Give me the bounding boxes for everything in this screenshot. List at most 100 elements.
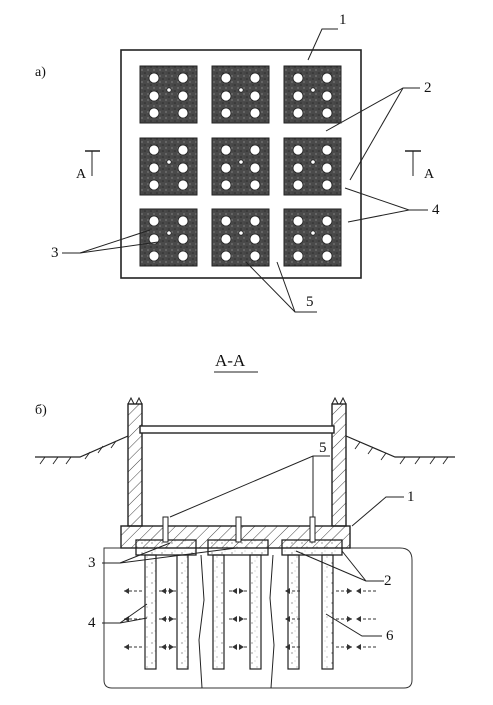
pile-hole [148, 72, 160, 84]
piles [144, 554, 334, 670]
pile-hole [220, 162, 232, 174]
pile-hole [292, 72, 304, 84]
pile-hole [292, 107, 304, 119]
pile-hole [148, 179, 160, 191]
section-mark-left: А [76, 150, 100, 182]
flow-arrow [232, 588, 247, 594]
pile-hole [292, 250, 304, 262]
pile-hole [321, 144, 333, 156]
block-grid [139, 65, 342, 267]
pile-hole [321, 233, 333, 245]
flow-arrow [124, 644, 142, 650]
pile-hole [220, 179, 232, 191]
pile [249, 554, 262, 670]
pile-hole [249, 72, 261, 84]
pile-hole [321, 215, 333, 227]
label-1-b: 1 [407, 489, 415, 505]
pile-hole [177, 215, 189, 227]
pile-hole [249, 90, 261, 102]
part-a-label: а) [35, 65, 46, 80]
flow-arrow [285, 616, 300, 622]
section-mark-right: А [405, 150, 435, 182]
pile-hole [177, 144, 189, 156]
pile-hole [220, 250, 232, 262]
pile-hole [249, 250, 261, 262]
pile [144, 554, 157, 670]
concrete-block [139, 65, 198, 124]
flow-arrow [232, 616, 247, 622]
flow-arrow [336, 588, 352, 594]
anchor-hole [238, 87, 244, 93]
pile-hole [177, 233, 189, 245]
concrete-block [211, 137, 270, 196]
pile-hole [220, 107, 232, 119]
concrete-block [211, 65, 270, 124]
flow-arrow [285, 644, 300, 650]
label-4-b: 4 [88, 615, 96, 631]
pile-hole [220, 233, 232, 245]
concrete-block [283, 208, 342, 267]
pile-hole [249, 162, 261, 174]
pile-hole [249, 233, 261, 245]
label-2-b: 2 [384, 573, 392, 589]
pile [212, 554, 225, 670]
pile-hole [249, 144, 261, 156]
label-2-a: 2 [424, 80, 432, 96]
label-5-b: 5 [319, 440, 327, 456]
label-3-a: 3 [51, 245, 59, 261]
concrete-block [283, 65, 342, 124]
pile-hole [321, 250, 333, 262]
pile-hole [220, 215, 232, 227]
concrete-block [211, 208, 270, 267]
soil-zone [103, 547, 413, 689]
pile-hole [177, 107, 189, 119]
flow-arrow [356, 616, 376, 622]
pile-hole [148, 233, 160, 245]
pile-hole [249, 107, 261, 119]
label-4-a: 4 [432, 202, 440, 218]
pile-hole [292, 179, 304, 191]
anchor-hole [166, 87, 172, 93]
anchor-hole [310, 87, 316, 93]
pile-hole [220, 144, 232, 156]
anchor-hole [310, 159, 316, 165]
anchor-hole [310, 230, 316, 236]
flow-arrow [232, 644, 247, 650]
pile-hole [177, 90, 189, 102]
pile-hole [292, 144, 304, 156]
pile-hole [321, 90, 333, 102]
wall-left [127, 403, 143, 527]
flow-arrow [161, 616, 176, 622]
section-title: А-А [215, 351, 246, 370]
wall-right [331, 403, 347, 527]
pile-hole [292, 233, 304, 245]
injection-arrows [124, 588, 376, 650]
pile-hole [321, 179, 333, 191]
pile-hole [177, 72, 189, 84]
pile-hole [292, 90, 304, 102]
pile [287, 554, 300, 670]
concrete-block [139, 137, 198, 196]
ground-line [35, 435, 455, 465]
label-3-b: 3 [88, 555, 96, 571]
anchor-hole [166, 159, 172, 165]
flow-arrow [161, 588, 176, 594]
anchor-rods [162, 516, 316, 543]
flow-arrow [356, 588, 376, 594]
flow-arrow [161, 644, 176, 650]
pile-hole [249, 179, 261, 191]
pile-hole [321, 162, 333, 174]
pile-hole [177, 250, 189, 262]
pile-hole [148, 144, 160, 156]
section-mark-left-letter: А [76, 167, 87, 182]
wall-left-break [127, 396, 143, 405]
flow-arrow [356, 644, 376, 650]
flow-arrow [124, 588, 142, 594]
anchor-hole [238, 230, 244, 236]
pile-hole [321, 72, 333, 84]
label-6-b: 6 [386, 628, 394, 644]
concrete-block [139, 208, 198, 267]
pile [176, 554, 189, 670]
section-mark-right-letter: А [424, 167, 435, 182]
